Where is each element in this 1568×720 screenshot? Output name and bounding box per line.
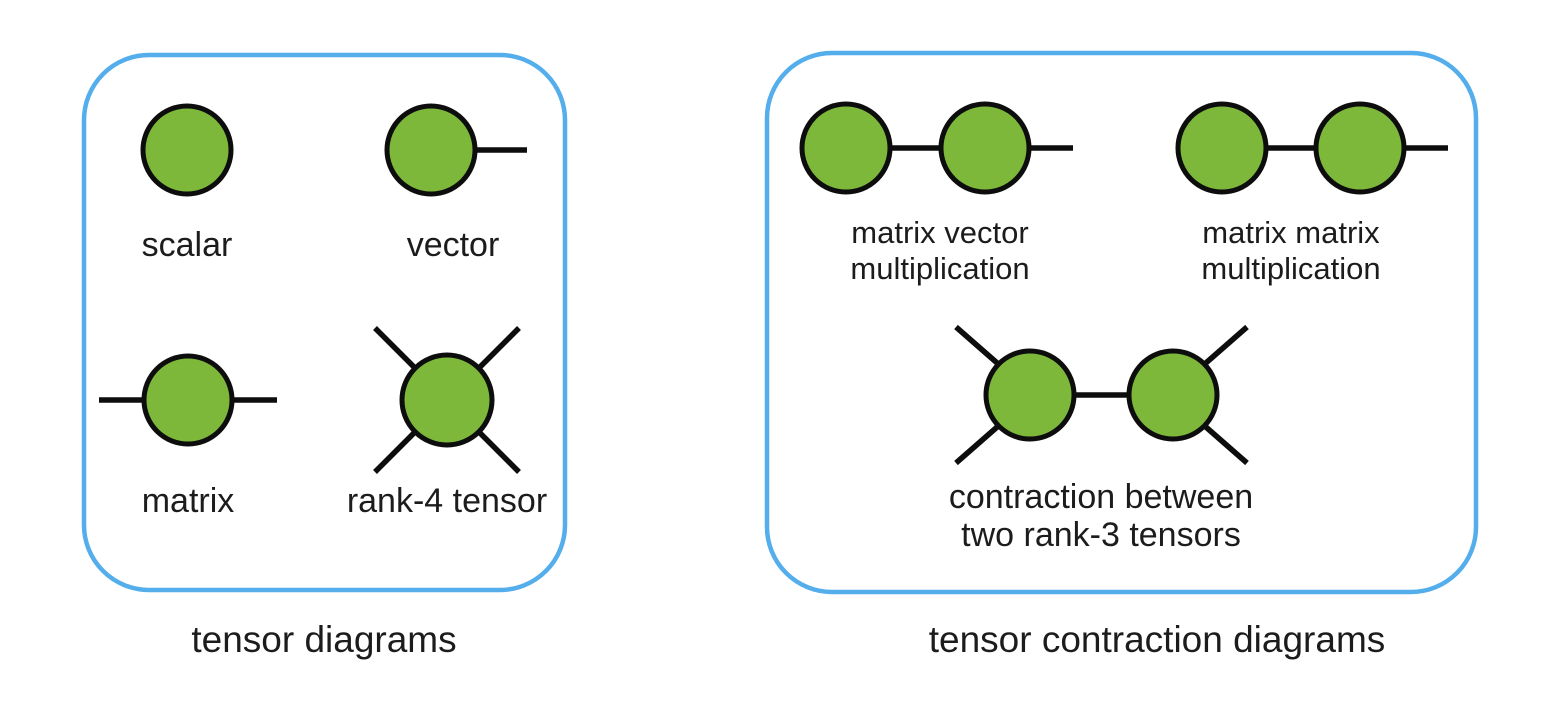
tensor-contraction-panel-border xyxy=(764,50,1479,595)
rank4-tensor-label: rank-4 tensor xyxy=(347,482,547,520)
matrix-matrix-multiplication-diagram: matrix matrix multiplication xyxy=(1175,101,1448,286)
matrix-vector-node2-icon xyxy=(938,101,1032,195)
matrix-matrix-node2-icon xyxy=(1313,101,1407,195)
vector-label: vector xyxy=(407,226,500,264)
vector-diagram: vector xyxy=(384,103,527,264)
scalar-diagram: scalar xyxy=(140,103,234,264)
rank3-right-lower-leg-line xyxy=(1197,418,1249,466)
matrix-vector-label-line2: multiplication xyxy=(850,251,1029,286)
matrix-vector-multiplication-diagram: matrix vector multiplication xyxy=(799,101,1073,286)
matrix-vector-label-line1: matrix vector xyxy=(851,215,1028,250)
matrix-node-icon xyxy=(141,353,235,447)
rank4-tensor-diagram: rank-4 tensor xyxy=(347,326,547,520)
matrix-matrix-node1-icon xyxy=(1175,101,1269,195)
matrix-matrix-label-line1: matrix matrix xyxy=(1202,215,1380,250)
rank3-contraction-label-line1: contraction between xyxy=(949,478,1253,516)
rank3-contraction-label-line2: two rank-3 tensors xyxy=(961,516,1241,554)
matrix-diagram: matrix xyxy=(99,353,277,520)
matrix-matrix-label-line2: multiplication xyxy=(1201,251,1380,286)
rank3-node1-icon xyxy=(983,348,1077,442)
rank3-contraction-diagram: contraction between two rank-3 tensors xyxy=(949,324,1253,554)
tensor-diagrams-panel: scalar vector matrix rank-4 tensor tenso… xyxy=(81,52,568,660)
scalar-node-icon xyxy=(140,103,234,197)
scalar-label: scalar xyxy=(142,226,233,264)
tensor-contraction-diagrams-caption: tensor contraction diagrams xyxy=(929,619,1386,660)
rank3-left-lower-leg-line xyxy=(954,418,1006,466)
vector-node-icon xyxy=(384,103,478,197)
rank3-node2-icon xyxy=(1126,348,1220,442)
tensor-contraction-diagrams-panel: matrix vector multiplication matrix matr… xyxy=(764,50,1479,660)
tensor-diagrams-caption: tensor diagrams xyxy=(191,619,456,660)
rank4-tensor-node-icon xyxy=(399,352,495,448)
matrix-vector-node1-icon xyxy=(799,101,893,195)
matrix-label: matrix xyxy=(142,482,235,520)
rank3-left-upper-leg-line xyxy=(954,324,1006,372)
rank3-right-upper-leg-line xyxy=(1197,324,1249,372)
